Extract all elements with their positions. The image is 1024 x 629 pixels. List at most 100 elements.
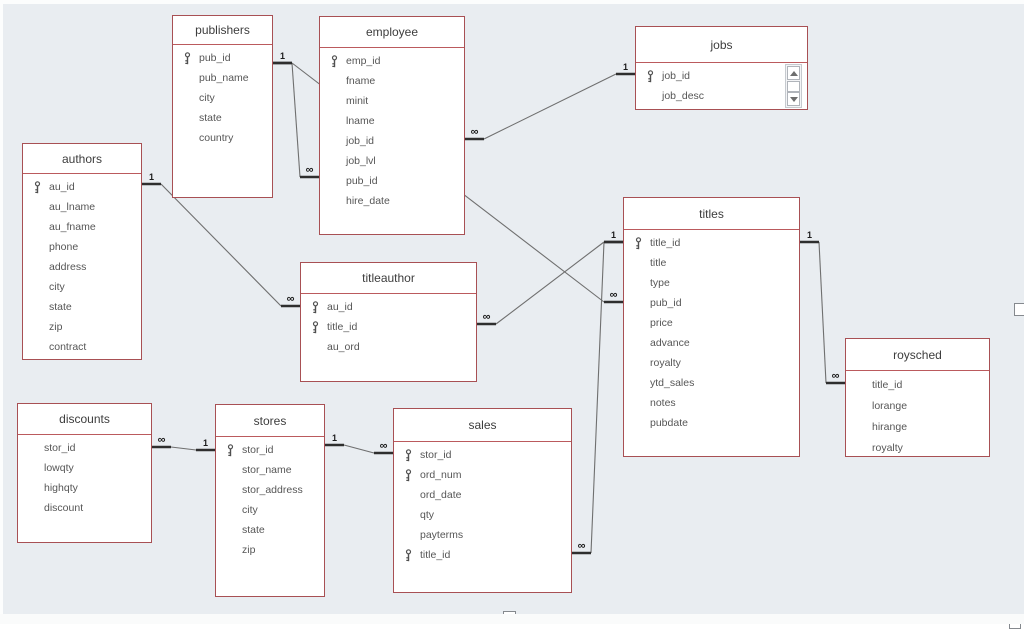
field-employee-job_id[interactable]: job_id bbox=[320, 131, 464, 151]
field-authors-au_id[interactable]: au_id bbox=[23, 177, 141, 197]
field-titleauthor-au_id[interactable]: au_id bbox=[301, 297, 476, 317]
relationship-publishers-employee[interactable]: 1∞ bbox=[273, 51, 319, 179]
field-titles-ytd_sales[interactable]: ytd_sales bbox=[624, 373, 799, 393]
relationship-line[interactable] bbox=[483, 73, 617, 140]
field-employee-fname[interactable]: fname bbox=[320, 71, 464, 91]
scroll-up-button[interactable] bbox=[787, 66, 800, 80]
field-stores-stor_id[interactable]: stor_id bbox=[216, 440, 324, 460]
field-stores-zip[interactable]: zip bbox=[216, 540, 324, 560]
field-titles-title_id[interactable]: title_id bbox=[624, 233, 799, 253]
table-title-employee[interactable]: employee bbox=[320, 17, 464, 48]
relationship-jobs-employee[interactable]: ∞1 bbox=[465, 62, 635, 141]
field-discounts-discount[interactable]: discount bbox=[18, 498, 151, 518]
field-jobs-job_id[interactable]: job_id bbox=[636, 66, 807, 86]
field-authors-state[interactable]: state bbox=[23, 297, 141, 317]
field-jobs-job_desc[interactable]: job_desc bbox=[636, 86, 807, 106]
table-title-publishers[interactable]: publishers bbox=[173, 16, 272, 45]
field-roysched-hirange[interactable]: hirange bbox=[846, 416, 989, 437]
field-discounts-lowqty[interactable]: lowqty bbox=[18, 458, 151, 478]
relationship-line[interactable] bbox=[495, 241, 605, 325]
table-title-titles[interactable]: titles bbox=[624, 198, 799, 230]
field-authors-phone[interactable]: phone bbox=[23, 237, 141, 257]
field-stores-stor_address[interactable]: stor_address bbox=[216, 480, 324, 500]
partial-edge-box-1[interactable] bbox=[1014, 303, 1024, 316]
field-titles-title[interactable]: title bbox=[624, 253, 799, 273]
field-authors-au_lname[interactable]: au_lname bbox=[23, 197, 141, 217]
relationship-authors-titleauthor[interactable]: 1∞ bbox=[142, 172, 300, 308]
field-employee-emp_id[interactable]: emp_id bbox=[320, 51, 464, 71]
relationship-line[interactable] bbox=[590, 241, 605, 554]
table-title-stores[interactable]: stores bbox=[216, 405, 324, 437]
field-employee-pub_id[interactable]: pub_id bbox=[320, 171, 464, 191]
relationship-stores-discounts[interactable]: ∞1 bbox=[152, 434, 215, 452]
field-publishers-pub_name[interactable]: pub_name bbox=[173, 68, 272, 88]
field-publishers-pub_id[interactable]: pub_id bbox=[173, 48, 272, 68]
field-publishers-city[interactable]: city bbox=[173, 88, 272, 108]
field-employee-hire_date[interactable]: hire_date bbox=[320, 191, 464, 211]
relationship-line[interactable] bbox=[343, 444, 375, 454]
field-label: city bbox=[242, 504, 258, 516]
field-titles-pubdate[interactable]: pubdate bbox=[624, 413, 799, 433]
field-publishers-country[interactable]: country bbox=[173, 128, 272, 148]
field-sales-qty[interactable]: qty bbox=[394, 505, 571, 525]
field-titles-notes[interactable]: notes bbox=[624, 393, 799, 413]
relationship-titles-sales[interactable]: ∞ bbox=[572, 240, 623, 555]
table-title-roysched[interactable]: roysched bbox=[846, 339, 989, 371]
vertical-scrollbar[interactable] bbox=[785, 64, 802, 108]
field-sales-stor_id[interactable]: stor_id bbox=[394, 445, 571, 465]
field-titles-type[interactable]: type bbox=[624, 273, 799, 293]
field-discounts-highqty[interactable]: highqty bbox=[18, 478, 151, 498]
table-title-sales[interactable]: sales bbox=[394, 409, 571, 442]
field-titles-pub_id[interactable]: pub_id bbox=[624, 293, 799, 313]
field-roysched-title_id[interactable]: title_id bbox=[846, 374, 989, 395]
scrollbar-thumb[interactable] bbox=[787, 80, 800, 92]
field-authors-zip[interactable]: zip bbox=[23, 317, 141, 337]
field-roysched-royalty[interactable]: royalty bbox=[846, 437, 989, 458]
field-sales-payterms[interactable]: payterms bbox=[394, 525, 571, 545]
relationship-line[interactable] bbox=[818, 241, 827, 384]
field-stores-state[interactable]: state bbox=[216, 520, 324, 540]
field-titleauthor-title_id[interactable]: title_id bbox=[301, 317, 476, 337]
field-authors-city[interactable]: city bbox=[23, 277, 141, 297]
field-authors-au_fname[interactable]: au_fname bbox=[23, 217, 141, 237]
field-employee-job_lvl[interactable]: job_lvl bbox=[320, 151, 464, 171]
table-title-authors[interactable]: authors bbox=[23, 144, 141, 174]
field-titles-royalty[interactable]: royalty bbox=[624, 353, 799, 373]
field-sales-ord_num[interactable]: ord_num bbox=[394, 465, 571, 485]
primary-key-icon bbox=[34, 180, 49, 194]
field-employee-minit[interactable]: minit bbox=[320, 91, 464, 111]
field-discounts-stor_id[interactable]: stor_id bbox=[18, 438, 151, 458]
field-sales-title_id[interactable]: title_id bbox=[394, 545, 571, 565]
relationship-line[interactable] bbox=[170, 446, 197, 451]
scroll-down-button[interactable] bbox=[787, 92, 800, 106]
field-titles-advance[interactable]: advance bbox=[624, 333, 799, 353]
table-title-titleauthor[interactable]: titleauthor bbox=[301, 263, 476, 294]
field-stores-stor_name[interactable]: stor_name bbox=[216, 460, 324, 480]
field-sales-ord_date[interactable]: ord_date bbox=[394, 485, 571, 505]
relationship-titles-roysched[interactable]: 1∞ bbox=[800, 230, 845, 385]
table-title-discounts[interactable]: discounts bbox=[18, 404, 151, 435]
field-roysched-lorange[interactable]: lorange bbox=[846, 395, 989, 416]
field-employee-lname[interactable]: lname bbox=[320, 111, 464, 131]
table-title-jobs[interactable]: jobs bbox=[636, 27, 807, 63]
field-titleauthor-au_ord[interactable]: au_ord bbox=[301, 337, 476, 357]
field-titles-price[interactable]: price bbox=[624, 313, 799, 333]
relationship-line[interactable] bbox=[291, 62, 301, 178]
relationship-line[interactable] bbox=[160, 183, 282, 307]
field-authors-contract[interactable]: contract bbox=[23, 337, 141, 357]
field-label: title_id bbox=[420, 549, 451, 561]
field-publishers-state[interactable]: state bbox=[173, 108, 272, 128]
relationship-stores-sales[interactable]: 1∞ bbox=[325, 433, 393, 455]
field-stores-city[interactable]: city bbox=[216, 500, 324, 520]
field-authors-address[interactable]: address bbox=[23, 257, 141, 277]
